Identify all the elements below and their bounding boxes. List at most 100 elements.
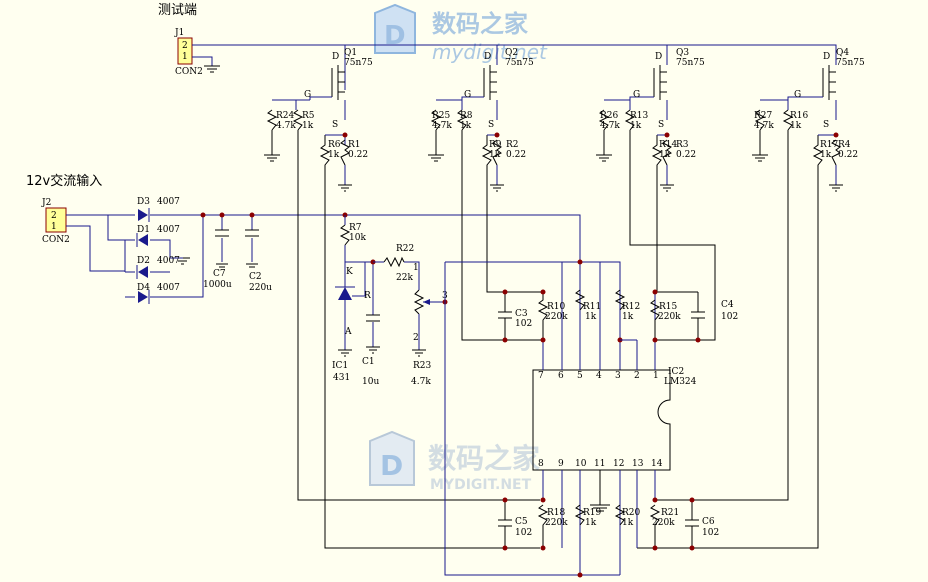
svg-text:D3: D3 <box>137 197 150 207</box>
svg-text:R: R <box>364 291 371 301</box>
svg-text:G: G <box>633 90 640 100</box>
svg-text:22k: 22k <box>396 273 413 283</box>
svg-text:R12: R12 <box>622 302 640 312</box>
svg-text:G: G <box>464 90 471 100</box>
svg-text:G: G <box>304 90 311 100</box>
svg-text:102: 102 <box>515 319 532 329</box>
capacitor-c2: C2 220u <box>245 229 272 293</box>
svg-text:7: 7 <box>538 371 544 381</box>
svg-text:R7: R7 <box>349 223 362 233</box>
svg-text:R21: R21 <box>661 508 679 518</box>
svg-text:75n75: 75n75 <box>836 58 865 68</box>
svg-text:D1: D1 <box>137 225 150 235</box>
svg-text:8: 8 <box>538 459 544 469</box>
svg-text:R3: R3 <box>676 140 689 150</box>
svg-text:0.22: 0.22 <box>506 150 526 160</box>
stage-q3: D Q3 75n75 G S R26 4.7k R13 1k R14 1k R3… <box>596 45 716 341</box>
svg-text:1: 1 <box>182 52 188 62</box>
svg-text:R5: R5 <box>302 111 315 121</box>
watermark-bottom-cn: 数码之家 <box>428 442 540 475</box>
bridge-rectifier: D3 4007 D1 4007 D2 4007 D4 4007 <box>108 197 204 304</box>
svg-text:75n75: 75n75 <box>344 58 373 68</box>
svg-text:1k: 1k <box>659 150 671 160</box>
svg-text:C7: C7 <box>213 269 226 279</box>
svg-text:Q1: Q1 <box>344 48 357 58</box>
j1-ref: J1 <box>174 28 184 38</box>
svg-text:220k: 220k <box>545 518 568 528</box>
svg-text:D4: D4 <box>137 283 150 293</box>
svg-text:3: 3 <box>615 371 621 381</box>
svg-text:R13: R13 <box>630 111 649 121</box>
svg-text:D: D <box>655 52 662 62</box>
title-test-terminal: 测试端 <box>158 3 197 18</box>
svg-text:S: S <box>658 120 664 130</box>
svg-text:220k: 220k <box>545 312 568 322</box>
svg-text:1: 1 <box>653 371 659 381</box>
svg-text:1k: 1k <box>622 518 634 528</box>
svg-text:13: 13 <box>632 459 644 469</box>
svg-text:R24: R24 <box>276 111 295 121</box>
svg-text:S: S <box>332 120 338 130</box>
svg-text:1k: 1k <box>302 121 314 131</box>
svg-text:10k: 10k <box>349 233 366 243</box>
svg-text:S: S <box>488 120 494 130</box>
svg-text:431: 431 <box>333 373 350 383</box>
svg-text:1k: 1k <box>585 518 597 528</box>
title-ac-input: 12v交流输入 <box>26 173 102 189</box>
svg-text:D: D <box>823 52 830 62</box>
svg-text:11: 11 <box>594 459 605 469</box>
connector-j2: J2 2 1 CON2 <box>41 198 70 245</box>
svg-text:102: 102 <box>515 528 532 538</box>
svg-text:R25: R25 <box>432 111 451 121</box>
svg-text:10: 10 <box>575 459 587 469</box>
svg-text:R17: R17 <box>820 140 839 150</box>
svg-text:D: D <box>380 449 403 482</box>
svg-text:R10: R10 <box>547 302 566 312</box>
svg-text:4.7k: 4.7k <box>432 121 452 131</box>
svg-text:S: S <box>823 120 829 130</box>
svg-text:R23: R23 <box>413 361 432 371</box>
svg-text:4.7k: 4.7k <box>276 121 296 131</box>
stage-q1: D Q1 75n75 G S R24 4.7k R5 1k R6 1k R1 0… <box>264 45 540 549</box>
svg-text:4007: 4007 <box>157 283 180 293</box>
svg-text:220k: 220k <box>652 518 675 528</box>
svg-text:R22: R22 <box>396 244 414 254</box>
svg-text:Q3: Q3 <box>676 48 689 58</box>
svg-text:4.7k: 4.7k <box>754 121 774 131</box>
svg-text:4: 4 <box>596 371 602 381</box>
svg-text:R15: R15 <box>659 302 678 312</box>
svg-text:1000u: 1000u <box>203 280 232 290</box>
svg-text:LM324: LM324 <box>664 377 697 387</box>
svg-text:R8: R8 <box>460 111 473 121</box>
svg-text:C3: C3 <box>515 309 528 319</box>
svg-text:4007: 4007 <box>157 197 180 207</box>
svg-text:6: 6 <box>558 371 564 381</box>
svg-text:5: 5 <box>577 371 583 381</box>
svg-text:10u: 10u <box>362 377 379 387</box>
svg-text:A: A <box>344 327 352 337</box>
svg-text:R4: R4 <box>838 140 851 150</box>
svg-text:14: 14 <box>651 459 663 469</box>
svg-text:R18: R18 <box>547 508 566 518</box>
svg-text:Q2: Q2 <box>505 48 518 58</box>
j2-type: CON2 <box>42 235 70 245</box>
svg-text:1k: 1k <box>630 121 642 131</box>
watermark-bottom-en: MYDIGIT.NET <box>430 477 532 493</box>
svg-text:D: D <box>332 52 339 62</box>
svg-text:0.22: 0.22 <box>676 150 696 160</box>
svg-text:1k: 1k <box>328 150 340 160</box>
stage-q2: D Q2 75n75 G S R25 4.7k R8 1k R9 1k R2 0… <box>428 45 543 341</box>
stage-q4: D Q4 75n75 G S R27 4.7k R16 1k R17 1k R4… <box>637 48 865 549</box>
watermark-top-en: mydigit.net <box>432 40 548 64</box>
svg-text:D2: D2 <box>137 256 150 266</box>
svg-text:C5: C5 <box>515 517 528 527</box>
svg-text:102: 102 <box>721 312 738 322</box>
svg-text:1k: 1k <box>585 312 597 322</box>
svg-text:C2: C2 <box>249 272 262 282</box>
svg-text:4.7k: 4.7k <box>411 377 431 387</box>
opamp-ic2: 7 6 5 4 3 2 1 8 9 10 11 12 13 14 IC2 LM3… <box>532 367 697 471</box>
watermark-top-cn: 数码之家 <box>432 10 528 38</box>
svg-text:1k: 1k <box>489 150 501 160</box>
svg-text:R20: R20 <box>622 508 641 518</box>
svg-text:4.7k: 4.7k <box>600 121 620 131</box>
